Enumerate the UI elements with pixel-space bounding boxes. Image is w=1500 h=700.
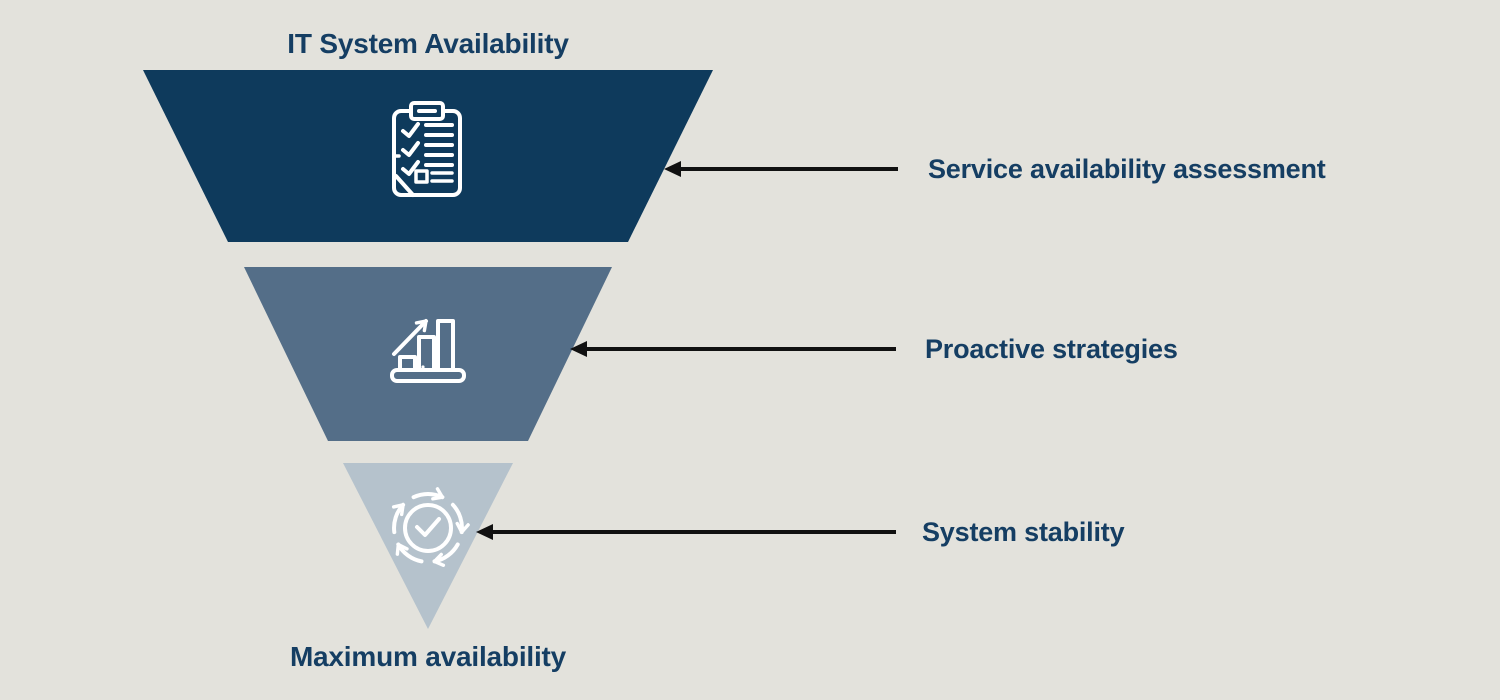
- clipboard-checklist-icon: [392, 101, 462, 197]
- circular-arrows-check-icon: [391, 487, 470, 567]
- connector-arrow-1: [664, 161, 898, 177]
- connector-arrow-2: [570, 341, 896, 357]
- diagram-footer-label: Maximum availability: [289, 641, 567, 672]
- connector-arrow-3: [476, 524, 896, 540]
- layer-label-system-stability: System stability: [922, 517, 1125, 547]
- funnel-layer-bottom: [343, 463, 513, 629]
- layer-label-proactive-strategies: Proactive strategies: [925, 334, 1178, 364]
- layer-label-service-availability-assessment: Service availability assessment: [928, 154, 1326, 184]
- growth-bar-chart-icon: [390, 319, 466, 383]
- diagram-title: IT System Availability: [287, 28, 569, 59]
- funnel-layer-middle: [244, 267, 612, 441]
